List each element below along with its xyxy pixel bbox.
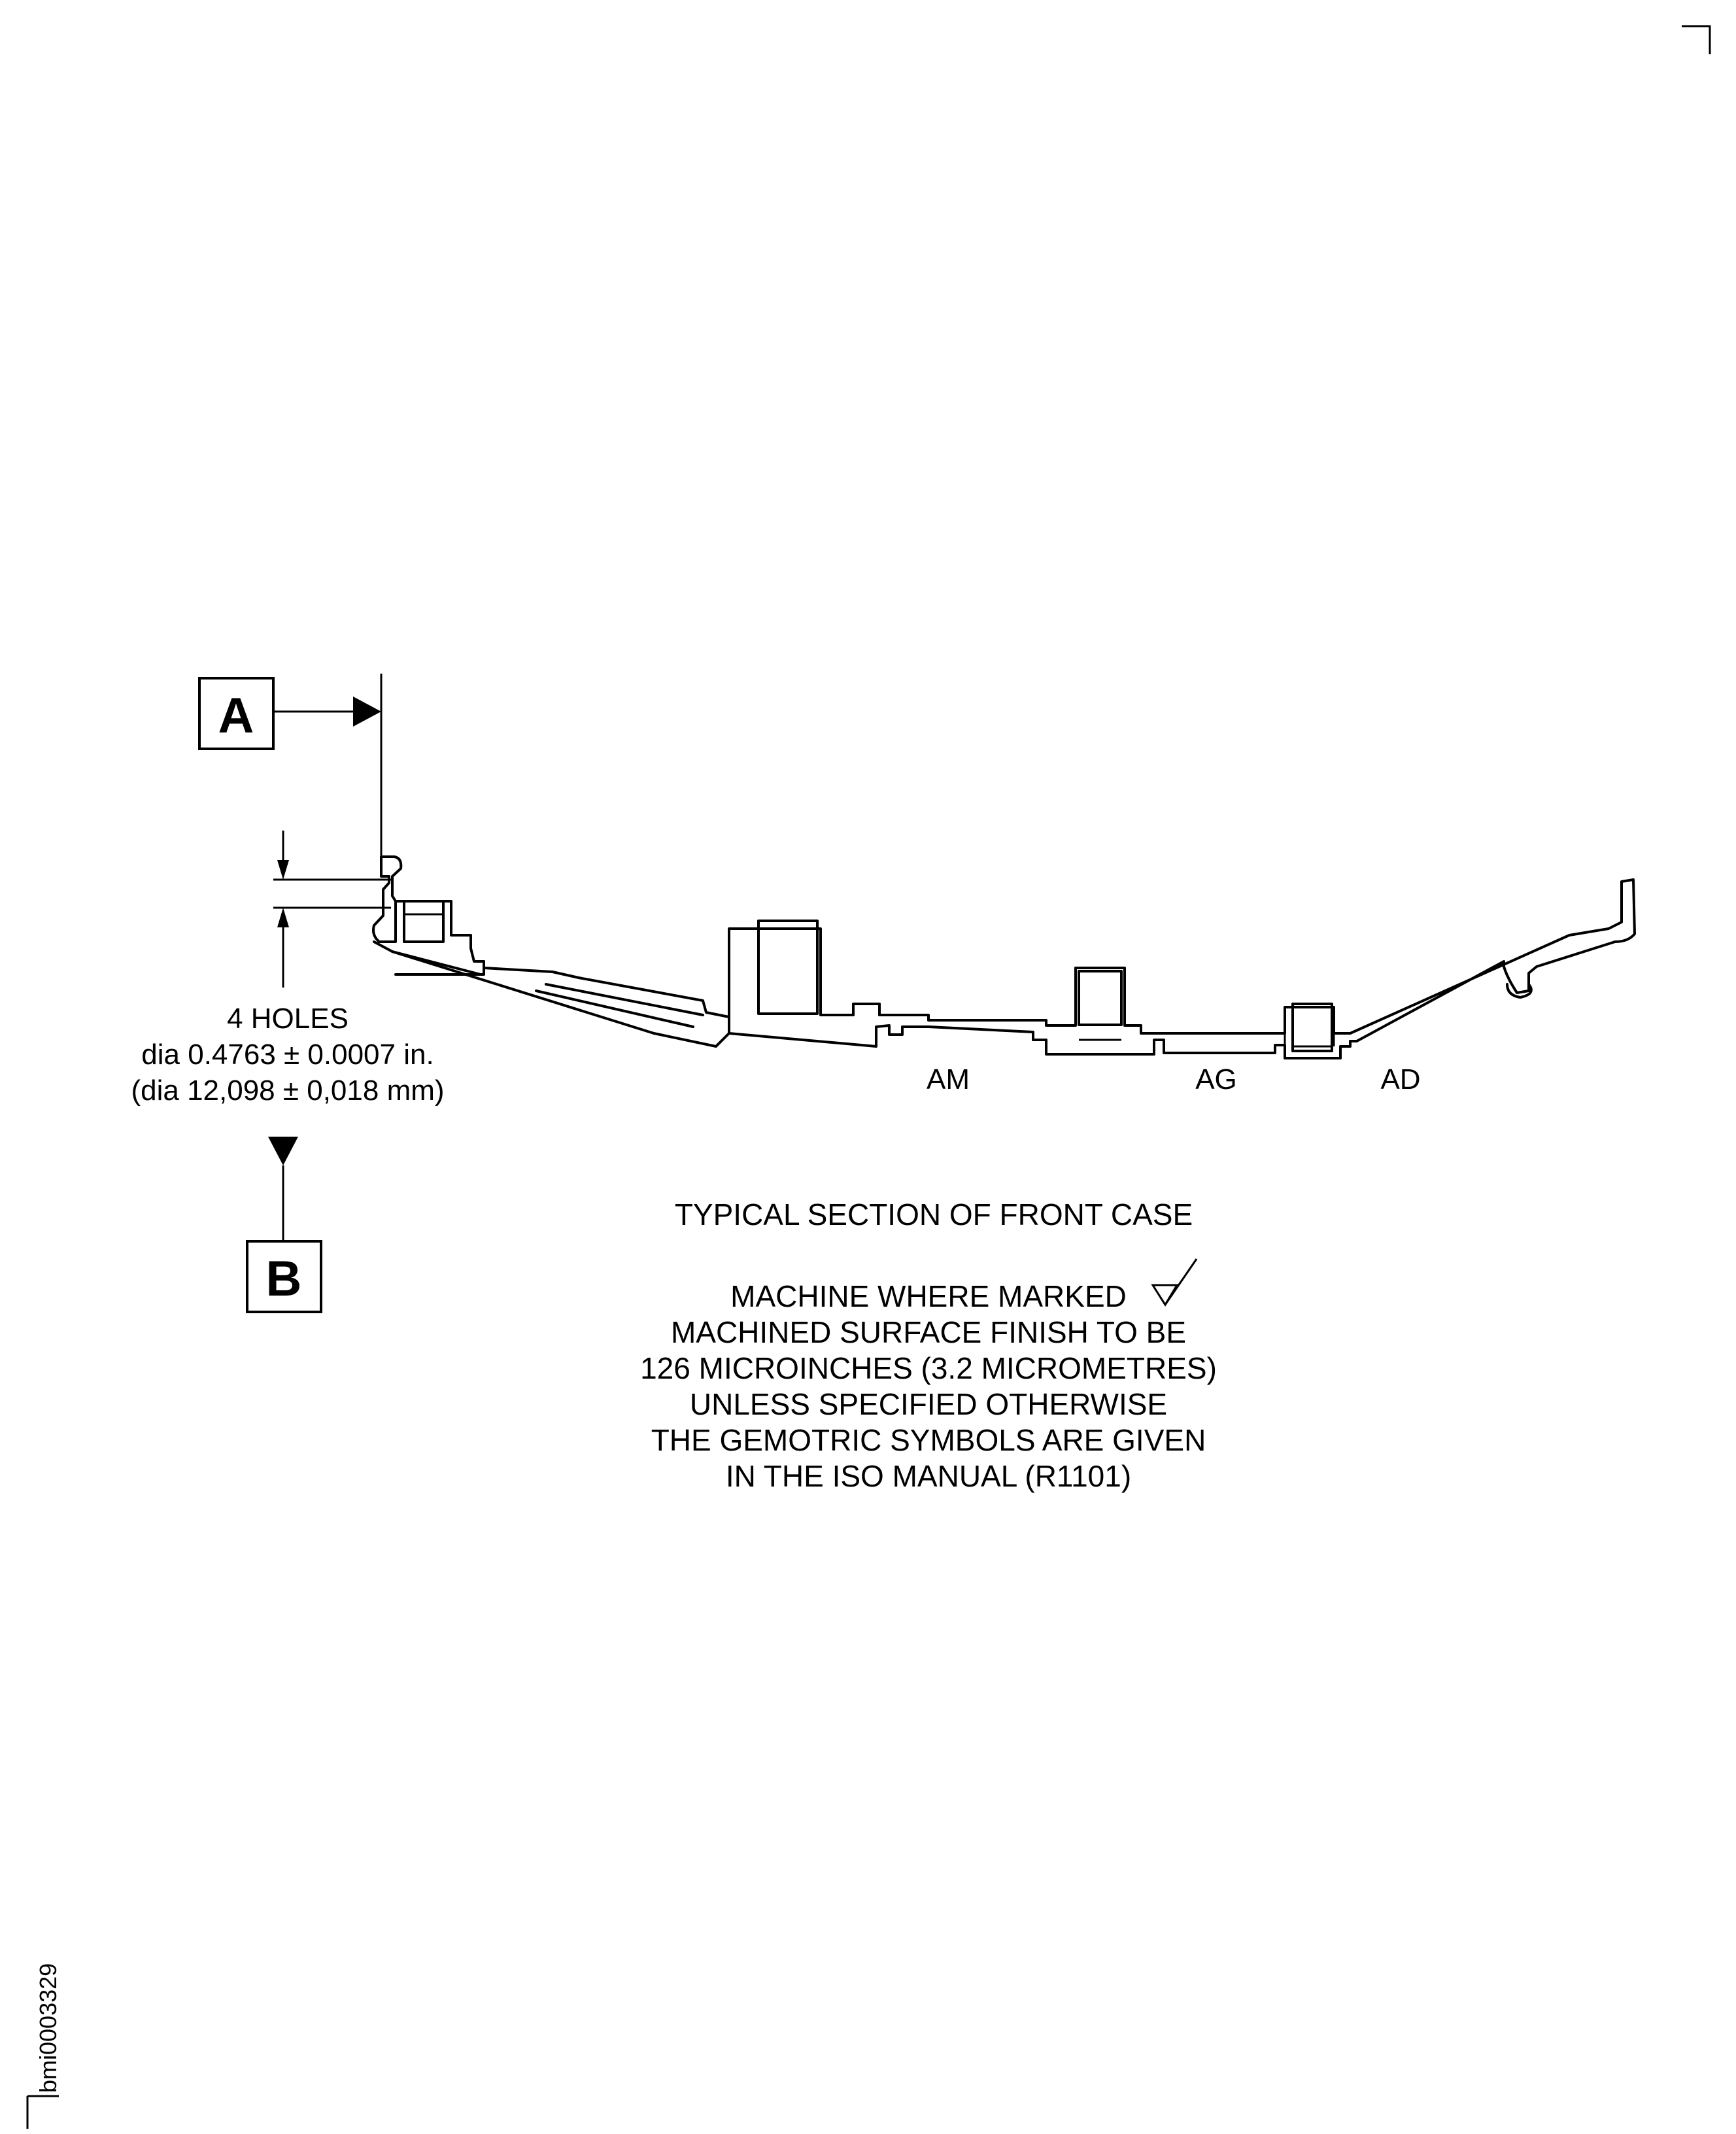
figure-id-block: bmi0003329	[26, 1963, 61, 2129]
datum-b-triangle	[268, 1137, 298, 1165]
note-line-4: UNLESS SPECIFIED OTHERWISE	[690, 1387, 1167, 1421]
section-title: TYPICAL SECTION OF FRONT CASE	[675, 1197, 1193, 1231]
station-label-am: AM	[927, 1063, 970, 1095]
holes-dia-mm-label: (dia 12,098 ± 0,018 mm)	[131, 1075, 444, 1107]
hole-dim-arrow-top-head	[277, 860, 289, 880]
holes-dia-in-label: dia 0.4763 ± 0.0007 in.	[141, 1039, 434, 1071]
note-line-2: MACHINED SURFACE FINISH TO BE	[671, 1315, 1186, 1349]
machining-symbol-icon	[1151, 1258, 1198, 1307]
figure-id: bmi0003329	[35, 1963, 61, 2093]
note-line-6: IN THE ISO MANUAL (R1101)	[726, 1459, 1131, 1493]
note-line-1: MACHINE WHERE MARKED	[730, 1279, 1127, 1313]
corner-crop-mark	[1682, 25, 1711, 54]
note-line-5: THE GEMOTRIC SYMBOLS ARE GIVEN	[651, 1423, 1206, 1457]
datum-b-box	[246, 1240, 322, 1313]
datum-a-label: A	[218, 688, 254, 744]
holes-count-label: 4 HOLES	[227, 1003, 349, 1035]
station-label-ag: AG	[1195, 1063, 1237, 1095]
datum-b-label: B	[266, 1251, 302, 1307]
front-case-profile	[372, 855, 1636, 1059]
note-line-3: 126 MICROINCHES (3.2 MICROMETRES)	[640, 1351, 1217, 1385]
datum-a-triangle	[353, 697, 381, 727]
station-label-ad: AD	[1380, 1063, 1420, 1095]
hole-dim-arrow-bottom-head	[277, 908, 289, 927]
datum-a-box	[198, 677, 275, 750]
